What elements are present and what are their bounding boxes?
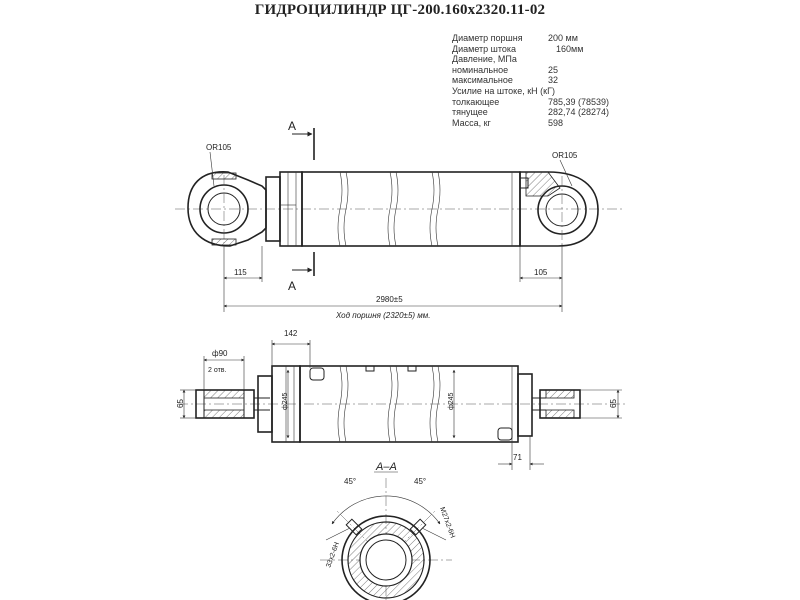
- radius-label-left: ОR105: [206, 143, 232, 152]
- port-right: [409, 518, 427, 536]
- spec-row-push: толкающее 785,39 (78539): [452, 97, 652, 108]
- dim-total-length: 2980±5: [376, 295, 403, 304]
- thread-label-right: М27х2-6Н: [438, 506, 456, 539]
- spec-row-nominal: номинальное 25: [452, 65, 652, 76]
- rod-end-cap: [265, 171, 303, 247]
- right-eye-side: [517, 373, 581, 437]
- port-left: [345, 518, 363, 536]
- right-eye-lug: [519, 171, 599, 247]
- section-label-top: A: [288, 119, 296, 133]
- dim-105: 105: [534, 268, 548, 277]
- section-marker-a: A A: [288, 119, 315, 293]
- spec-label: Усилие на штоке, кН (кГ): [452, 85, 555, 96]
- top-dimensions: 142 ф90 2 отв. 65 65 ф245 ф245 71: [176, 329, 622, 470]
- drawing-title: ГИДРОЦИЛИНДР ЦГ-200.160х2320.11-02: [254, 2, 546, 18]
- left-eye-side: [195, 389, 270, 419]
- spec-label: максимальное: [452, 75, 513, 86]
- spec-row-pressure: Давление, МПа: [452, 54, 652, 65]
- section-title: А–А: [375, 461, 397, 473]
- spec-label: Диаметр поршня: [452, 33, 523, 43]
- dim-d90: ф90: [212, 349, 228, 358]
- section-view-aa: А–А 45° 45° 33х2-6Н М27х2-6Н: [320, 461, 456, 600]
- spec-row-maximum: максимальное 32: [452, 75, 652, 86]
- left-eye-lug: [187, 171, 267, 247]
- thread-label-left: 33х2-6Н: [325, 541, 341, 568]
- spec-value: 785,39 (78539): [548, 96, 610, 107]
- angle-label-right: 45°: [414, 477, 426, 486]
- spec-value: 282,74 (28274): [548, 107, 610, 118]
- spec-value: 200 мм: [548, 33, 578, 43]
- dim-stroke-note: Ход поршня (2320±5) мм.: [335, 311, 430, 320]
- spec-label: толкающее: [452, 96, 500, 107]
- front-dimensions: 115 105 2980±5 Ход поршня (2320±5) мм.: [223, 244, 563, 320]
- dim-65-right: 65: [609, 399, 618, 408]
- spec-row-rod-diameter: Диаметр штока 160мм: [452, 44, 652, 55]
- dim-65-left: 65: [176, 399, 185, 408]
- dim-2-holes: 2 отв.: [208, 367, 227, 374]
- dim-142: 142: [284, 329, 298, 338]
- spec-value: 598: [548, 117, 564, 128]
- spec-label: Диаметр штока: [452, 43, 517, 54]
- spec-label: Масса, кг: [452, 117, 491, 128]
- spec-row-force: Усилие на штоке, кН (кГ): [452, 86, 652, 97]
- top-view: 142 ф90 2 отв. 65 65 ф245 ф245 71: [176, 329, 628, 470]
- spec-label: тянущее: [452, 107, 488, 118]
- dim-d245-left: ф245: [282, 392, 289, 410]
- spec-row-pull: тянущее 282,74 (28274): [452, 107, 652, 118]
- front-view: A A ОR105 ОR105 115 105 2980±5 Ход поршн…: [175, 119, 625, 320]
- dim-115: 115: [234, 268, 247, 277]
- angle-label-left: 45°: [344, 477, 356, 486]
- spec-row-mass: Масса, кг 598: [452, 118, 652, 129]
- spec-value: 32: [548, 75, 559, 86]
- spec-value: 160мм: [556, 43, 584, 54]
- section-label-bottom: A: [288, 279, 296, 293]
- radius-label-right: ОR105: [552, 151, 578, 160]
- spec-label: номинальное: [452, 64, 509, 75]
- dim-71: 71: [513, 453, 522, 462]
- spec-label: Давление, МПа: [452, 54, 517, 65]
- section-outer-circle: [341, 515, 431, 600]
- spec-value: 25: [548, 64, 559, 75]
- spec-row-piston-diameter: Диаметр поршня 200 мм: [452, 33, 652, 44]
- dim-d245-right: ф245: [448, 392, 455, 410]
